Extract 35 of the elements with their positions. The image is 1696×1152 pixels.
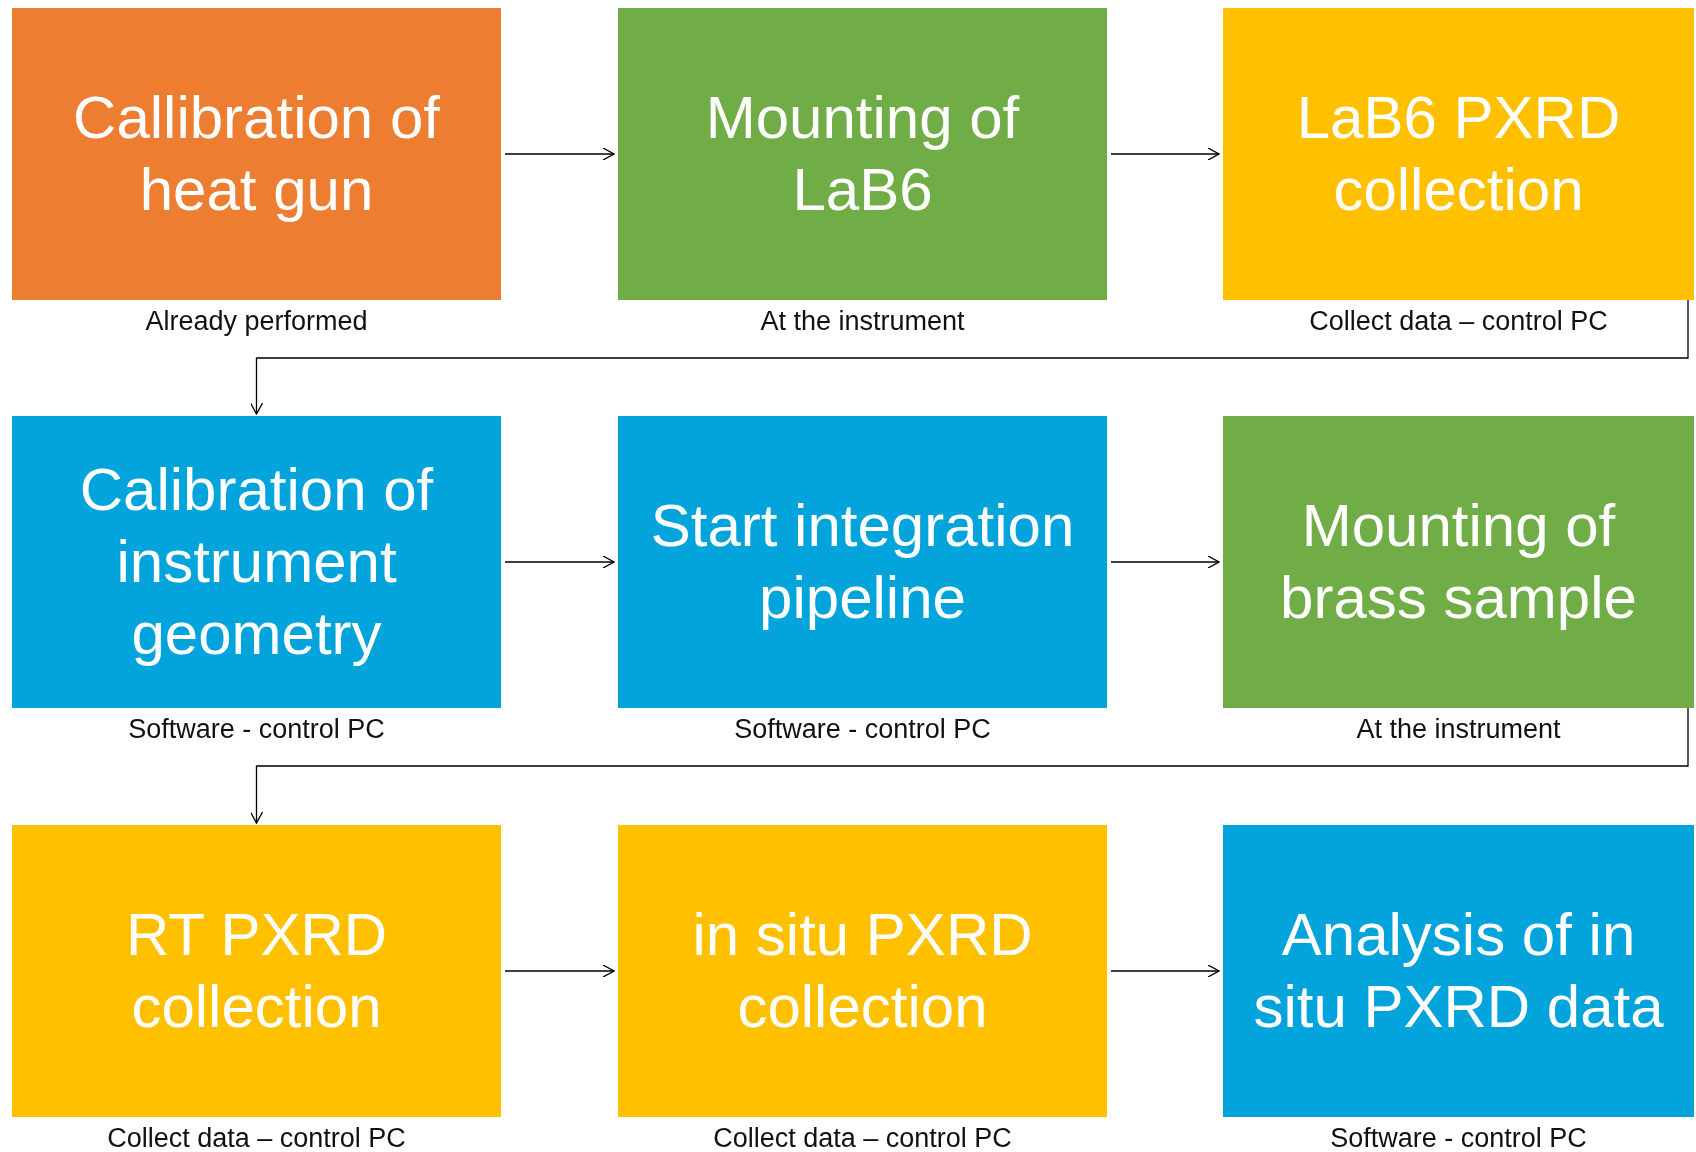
step-title: Calibration of instrument geometry xyxy=(78,455,435,669)
arrow xyxy=(1110,147,1220,161)
step-note: Collect data – control PC xyxy=(106,1123,407,1152)
step-title: in situ PXRD collection xyxy=(691,900,1034,1042)
arrow xyxy=(1110,964,1220,978)
step-title: Analysis of in situ PXRD data xyxy=(1252,900,1665,1042)
step-title: RT PXRD collection xyxy=(124,900,389,1042)
step-note: At the instrument xyxy=(759,306,966,337)
process-box xyxy=(618,825,1107,1117)
arrow xyxy=(249,299,1689,415)
step-note: Software - control PC xyxy=(127,714,386,745)
process-box xyxy=(12,8,501,300)
process-box xyxy=(1223,8,1694,300)
step-note: Software - control PC xyxy=(733,714,992,745)
process-box xyxy=(1223,825,1694,1117)
process-box xyxy=(12,825,501,1117)
step-note: At the instrument xyxy=(1355,714,1562,745)
arrow xyxy=(504,555,615,569)
step-title: Mounting of brass sample xyxy=(1279,491,1638,633)
process-box xyxy=(618,416,1107,708)
process-box xyxy=(618,8,1107,300)
process-box xyxy=(1223,416,1694,708)
step-note: Collect data – control PC xyxy=(1308,306,1609,337)
step-title: Callibration of heat gun xyxy=(72,83,441,225)
arrow xyxy=(249,707,1689,824)
step-note: Already performed xyxy=(144,306,369,337)
process-box xyxy=(12,416,501,708)
arrow xyxy=(504,964,615,978)
step-title: LaB6 PXRD collection xyxy=(1295,83,1622,225)
step-title: Mounting of LaB6 xyxy=(704,83,1021,225)
step-note: Collect data – control PC xyxy=(712,1123,1013,1152)
step-note: Software - control PC xyxy=(1329,1123,1588,1152)
step-title: Start integration pipeline xyxy=(649,491,1076,633)
arrow xyxy=(1110,555,1220,569)
arrow xyxy=(504,147,615,161)
